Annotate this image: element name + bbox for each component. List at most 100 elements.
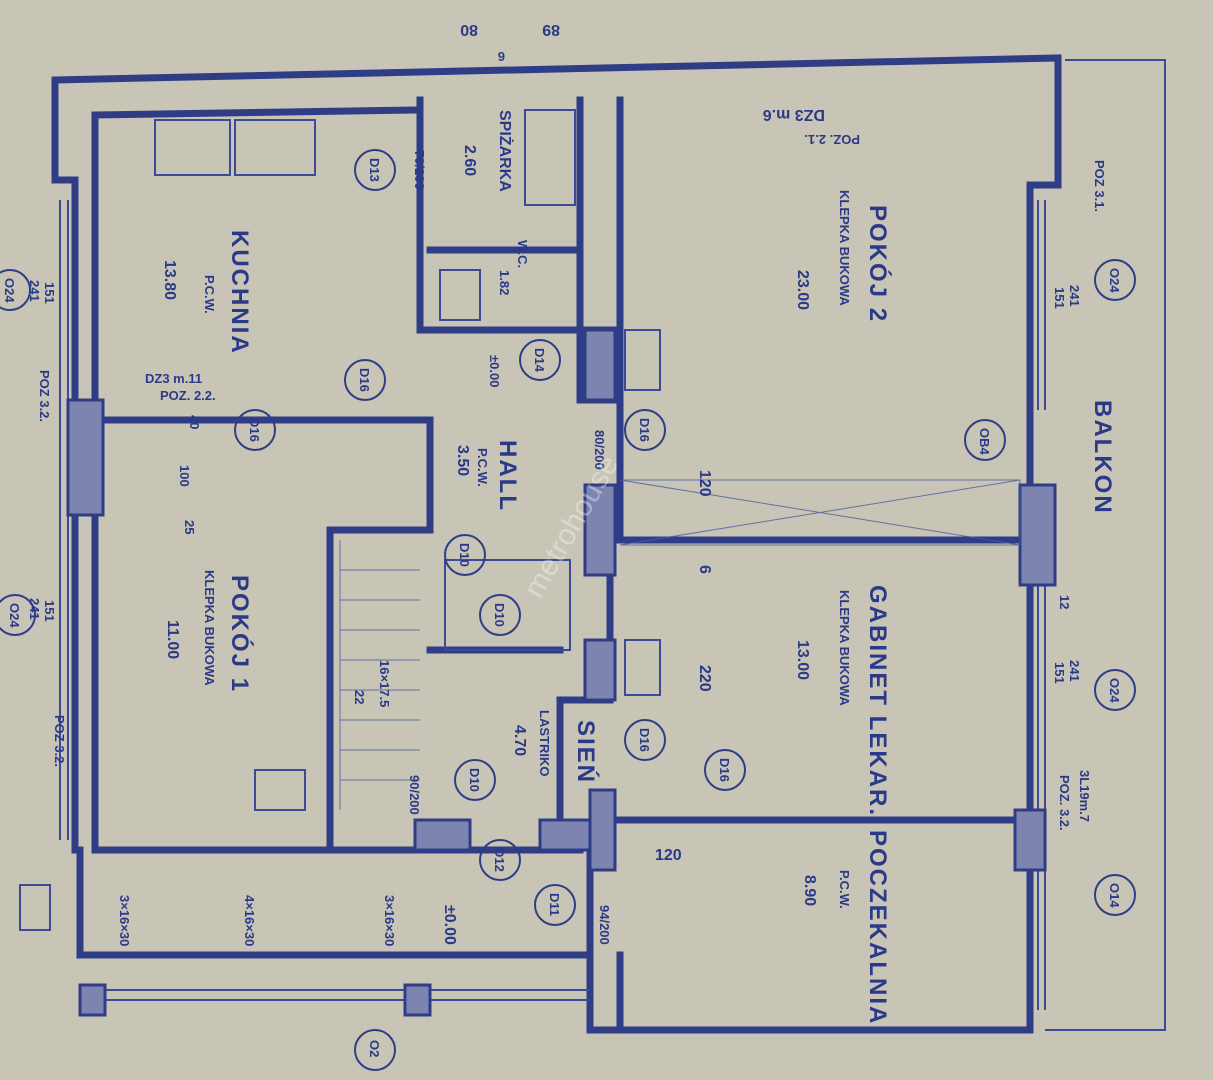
dimension: 3×16×30 [117,895,132,946]
window-tag: O2 [367,1040,382,1057]
door-tag: D10 [492,603,507,627]
room-poczekalnia: POCZEKALNIA P.C.W. 8.90 [801,830,891,1025]
dimension: 40 [187,415,202,429]
dimension: 80 [460,21,478,38]
note: POZ. 3.2. [1057,775,1072,831]
window-tag: O24 [1107,268,1122,293]
note: DZ3 m.6 [763,106,825,123]
door-tag: D16 [637,728,652,752]
room-name: KUCHNIA [226,230,253,355]
dimensions: 80 89 6 241 151 241 151 241 151 241 151 … [27,21,1082,946]
door-tag: D12 [492,848,507,872]
dimension: 151 [1052,287,1067,309]
dimension: 80/200 [592,430,607,470]
note: POZ. 2.1. [804,132,860,147]
dimension: 12 [1057,595,1072,609]
window-tag: O24 [2,278,17,303]
dimension: 151 [42,282,57,304]
dimension: 25 [182,520,197,534]
room-pokoj-2: POKÓJ 2 KLEPKA BUKOWA 23.00 [794,190,892,323]
dimension: 16×17.5 [377,660,392,707]
door-tag: D13 [367,158,382,182]
dimension: 120 [696,470,713,497]
dimension: 220 [696,665,713,692]
room-sien: SIEŃ LASTRIKO 4.70 [511,710,600,784]
room-area: 13.00 [794,640,811,680]
note: POZ 3.2. [37,370,52,422]
room-area: 11.00 [164,620,181,659]
room-spizarka: SPIŻARKA 2.60 [461,110,514,192]
door-tag: D11 [547,893,562,916]
room-name: POCZEKALNIA [864,830,891,1025]
dimension: ±0.00 [487,355,502,387]
door-tags: D13 D16 D16 D14 D16 D10 D10 D10 D16 D16 … [0,149,1136,1071]
dimension: 6 [696,565,713,574]
room-floor: KLEPKA BUKOWA [202,570,217,686]
room-name: SPIŻARKA [496,110,514,192]
dimension: 241 [27,598,42,620]
dimension: 151 [1052,662,1067,684]
room-area: 3.50 [454,445,471,476]
room-pokoj-1: POKÓJ 1 KLEPKA BUKOWA 11.00 [164,570,254,693]
door-tag: D14 [532,348,547,373]
dimension: 89 [542,21,560,38]
dimension: 70/200 [412,150,427,190]
room-name: W.C. [515,240,530,268]
pillars [66,328,1057,1017]
room-name: POKÓJ 2 [864,205,892,323]
room-area: 23.00 [794,270,811,310]
dimension: 241 [1067,285,1082,307]
room-floor: KLEPKA BUKOWA [837,190,852,306]
dimension: ±0.00 [441,905,458,945]
room-floor: P.C.W. [475,448,490,487]
window-tag: O24 [7,603,22,628]
room-name: HALL [494,440,521,512]
room-wc: W.C. 1.82 [497,240,530,295]
window-tag: OB4 [977,428,992,456]
door-tag: D16 [637,418,652,442]
room-area: 8.90 [801,875,818,906]
room-floor: LASTRIKO [537,710,552,776]
door-tag: D10 [467,768,482,792]
room-name: SIEŃ [572,720,600,784]
dimension: 241 [27,280,42,302]
notes: DZ3 m.6 POZ. 2.1. DZ3 m.11 POZ. 2.2. POZ… [37,106,1107,831]
door-tag: D16 [357,368,372,392]
room-floor: KLEPKA BUKOWA [837,590,852,706]
door-tag: D16 [717,758,732,782]
room-name: BALKON [1089,400,1116,515]
room-area: 4.70 [511,725,528,756]
dimension: 22 [352,690,367,704]
note: POZ. 2.2. [160,388,216,403]
room-area: 2.60 [461,145,478,176]
dimension: 241 [1067,660,1082,682]
room-gabinet: GABINET LEKAR. KLEPKA BUKOWA 13.00 [794,585,891,817]
dimension: 4×16×30 [242,895,257,946]
room-name: GABINET LEKAR. [864,585,891,817]
room-name: POKÓJ 1 [226,575,254,693]
dimension: 120 [655,847,682,864]
note: POZ 3.2. [52,715,67,767]
room-hall: HALL P.C.W. 3.50 [454,440,521,512]
room-kuchnia: KUCHNIA P.C.W. 13.80 [161,230,253,355]
door-tag: D16 [247,418,262,442]
note: DZ3 m.11 [145,371,202,386]
room-area: 13.80 [161,260,178,300]
room-area: 1.82 [497,270,512,295]
dimension: 6 [498,49,505,64]
dimension: 3×16×30 [382,895,397,946]
walls [51,54,1166,1034]
dimension: 94/200 [597,905,612,945]
room-floor: P.C.W. [202,275,217,314]
window-tag: O24 [1107,678,1122,703]
fixtures [19,109,1021,931]
room-balkon: BALKON [1089,400,1116,515]
note: POZ 3.1. [1092,160,1107,212]
door-tag: D10 [457,543,472,567]
room-floor: P.C.W. [837,870,852,909]
note: 3L19m.7 [1077,770,1092,822]
dimension: 90/200 [407,775,422,815]
dimension: 151 [42,600,57,622]
window-tag: O14 [1107,883,1122,908]
